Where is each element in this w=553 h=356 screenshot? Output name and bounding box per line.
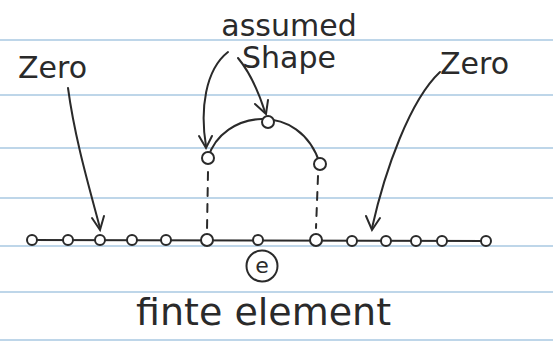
- shape-points: [202, 116, 326, 170]
- projection-lines: [207, 172, 318, 230]
- ruled-lines: [0, 40, 553, 340]
- element-marker: e: [245, 249, 279, 283]
- shape-note: assumed Shape: [214, 10, 364, 73]
- element-label: e: [255, 255, 269, 277]
- mesh-nodes: [27, 234, 491, 246]
- boundary-note: Zero: [440, 48, 550, 80]
- leader-arrows: [68, 52, 440, 230]
- element-circle-outline: [247, 251, 278, 282]
- diagram-caption: finte element: [136, 293, 496, 333]
- boundary-note: Zero: [18, 52, 128, 84]
